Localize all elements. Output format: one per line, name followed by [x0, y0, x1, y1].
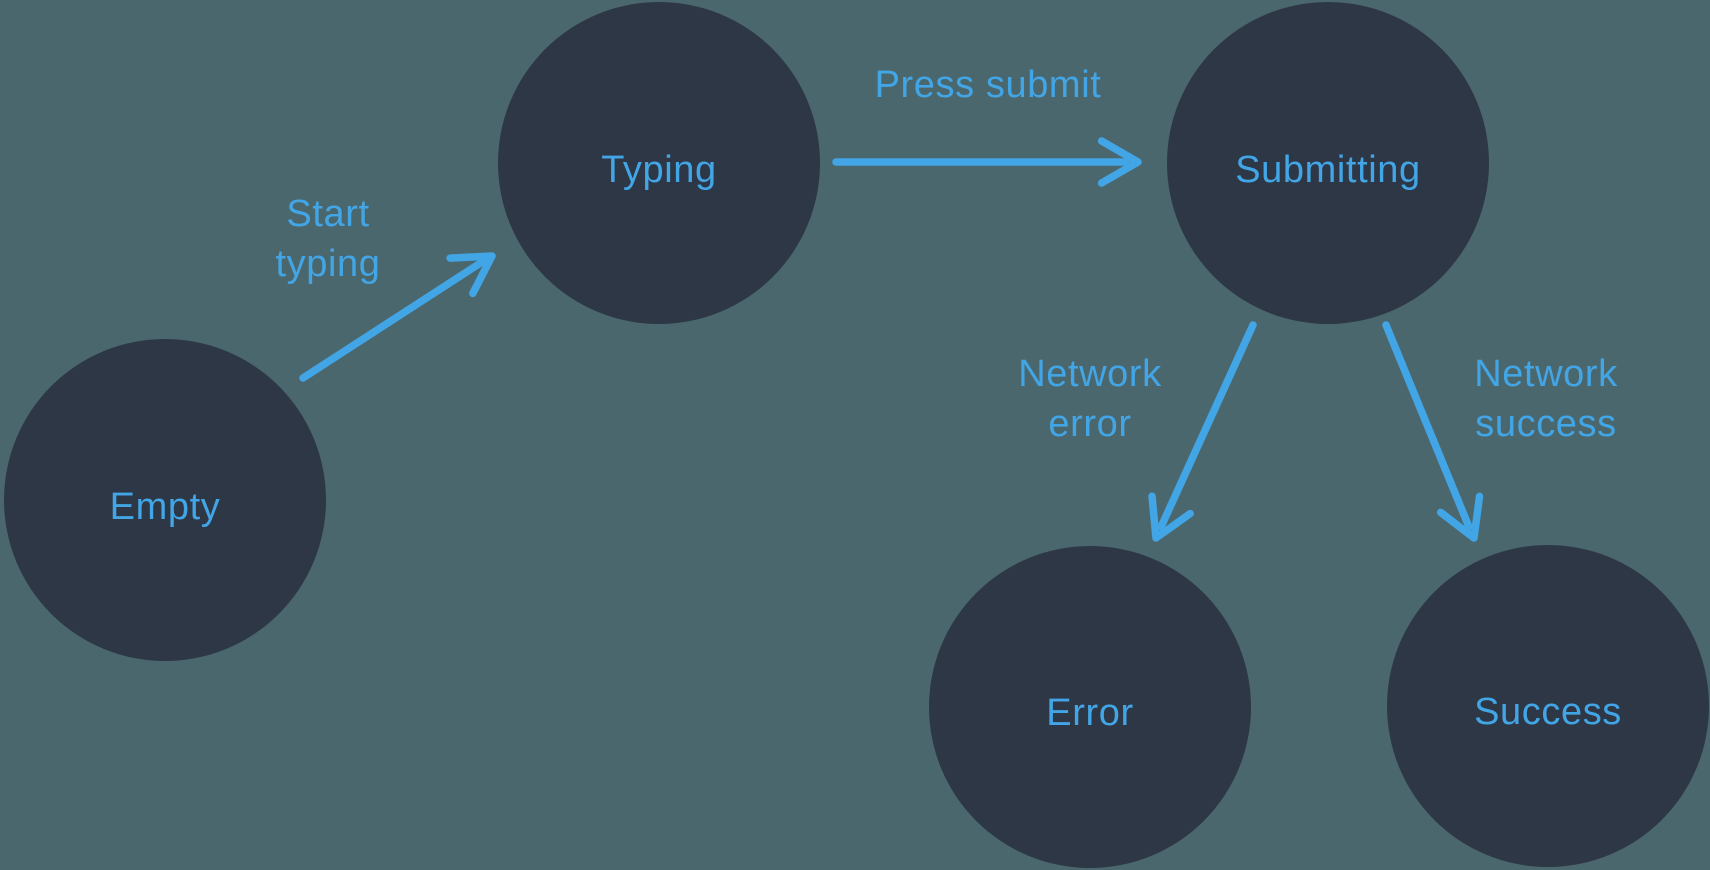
arrowhead-icon: [446, 252, 496, 298]
edge-press-submit-label: Press submit: [875, 64, 1102, 106]
edge-network-error: Network error: [1018, 321, 1257, 542]
edge-network-success-label-line1: Network: [1474, 353, 1618, 395]
node-empty: Empty: [4, 339, 326, 661]
node-success: Success: [1387, 545, 1709, 867]
arrowhead-icon: [1436, 492, 1484, 542]
edge-network-success-label-line2: success: [1475, 403, 1616, 445]
node-submitting-label: Submitting: [1235, 149, 1421, 191]
node-error: Error: [929, 546, 1251, 868]
node-empty-label: Empty: [110, 486, 221, 528]
node-typing-label: Typing: [601, 149, 717, 191]
edge-start-typing-line: [299, 258, 486, 382]
edge-network-success: Network success: [1382, 321, 1618, 542]
node-empty-circle: [4, 339, 326, 661]
edge-start-typing: Start typing: [275, 193, 496, 382]
node-typing-circle: [498, 2, 820, 324]
node-error-label: Error: [1046, 692, 1133, 734]
node-success-circle: [1387, 545, 1709, 867]
node-error-circle: [929, 546, 1251, 868]
edge-start-typing-label-line1: Start: [286, 193, 369, 235]
edge-press-submit: Press submit: [832, 64, 1142, 187]
node-submitting: Submitting: [1167, 2, 1489, 324]
node-success-label: Success: [1474, 691, 1622, 733]
arrowhead-icon: [1148, 492, 1194, 542]
node-typing: Typing: [498, 2, 820, 324]
edge-start-typing-label-line2: typing: [275, 243, 380, 285]
edge-network-error-label-line2: error: [1048, 403, 1131, 445]
edge-network-success-line: [1382, 321, 1473, 531]
edge-network-error-label-line1: Network: [1018, 353, 1162, 395]
edge-network-error-line: [1157, 321, 1257, 531]
node-submitting-circle: [1167, 2, 1489, 324]
arrowhead-icon: [1097, 137, 1142, 187]
